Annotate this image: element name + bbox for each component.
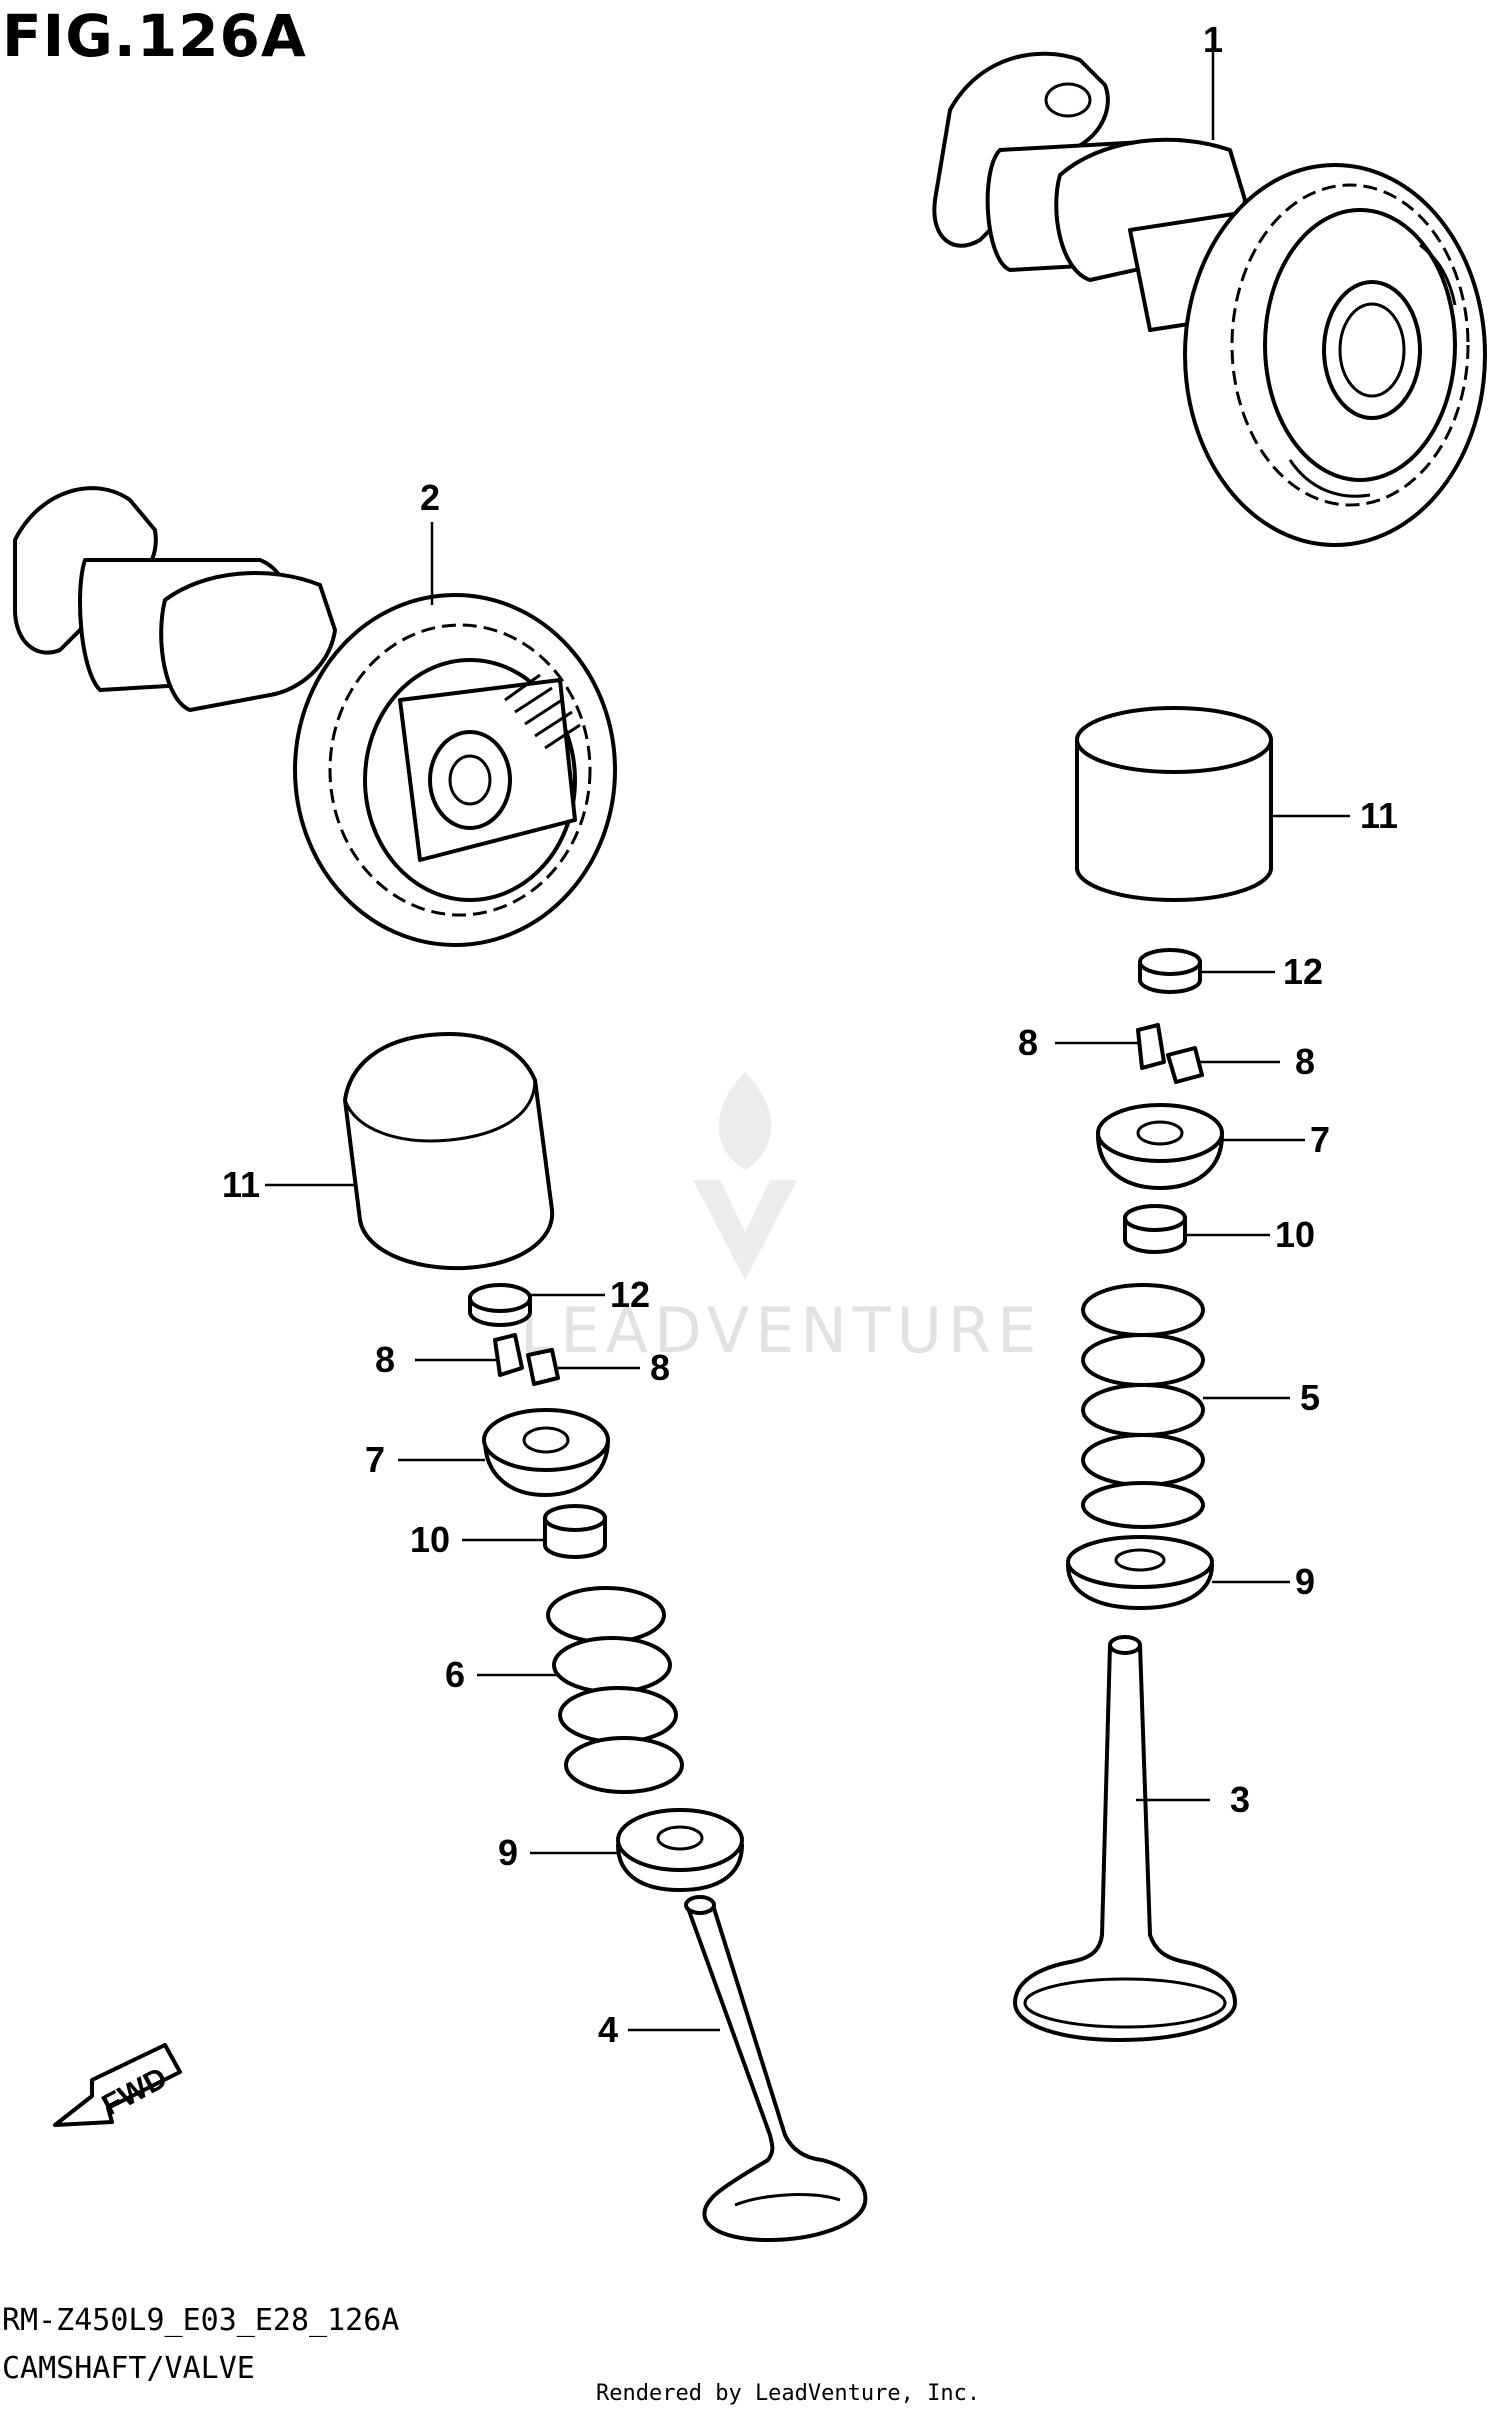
part-3-valve-right[interactable] <box>1013 1635 1237 2042</box>
callout-9-right[interactable]: 9 <box>1295 1561 1315 1602</box>
rendered-by-credit: Rendered by LeadVenture, Inc. <box>596 2381 980 2406</box>
callout-7-left[interactable]: 7 <box>365 1439 385 1480</box>
section-name: CAMSHAFT/VALVE <box>2 2351 255 2386</box>
part-10-seal-right[interactable] <box>1123 1204 1187 1254</box>
callout-11-right[interactable]: 11 <box>1360 795 1398 836</box>
callout-7-right[interactable]: 7 <box>1310 1119 1330 1160</box>
part-11-tappet-right[interactable] <box>1075 706 1273 902</box>
figure-title: FIG.126A <box>2 2 307 70</box>
v-logo-icon <box>693 1180 797 1280</box>
callout-9-left[interactable]: 9 <box>498 1832 518 1873</box>
callout-3[interactable]: 3 <box>1230 1779 1250 1820</box>
watermark: LEADVENTURE <box>520 1072 1042 1367</box>
part-1-camshaft[interactable] <box>932 51 1487 547</box>
part-10-seal-left[interactable] <box>543 1504 607 1559</box>
part-12-shim-right[interactable] <box>1138 948 1202 994</box>
callout-1[interactable]: 1 <box>1203 19 1223 60</box>
fwd-direction-indicator: FWD <box>53 2043 182 2127</box>
part-5-spring-right[interactable] <box>1081 1283 1205 1529</box>
part-9-spring-seat-left[interactable] <box>616 1808 744 1892</box>
part-8-cotters-left[interactable] <box>493 1333 560 1386</box>
callout-10-right[interactable]: 10 <box>1275 1214 1315 1255</box>
model-code: RM-Z450L9_E03_E28_126A <box>2 2303 399 2338</box>
part-2-camshaft-decomp[interactable] <box>13 486 617 947</box>
callout-8-left-b[interactable]: 8 <box>650 1347 670 1388</box>
callout-11-left[interactable]: 11 <box>222 1164 260 1205</box>
part-9-spring-seat-right[interactable] <box>1066 1535 1214 1610</box>
part-4-valve-left[interactable] <box>684 1895 868 2242</box>
callout-12-right[interactable]: 12 <box>1283 951 1323 992</box>
callout-4[interactable]: 4 <box>598 2009 618 2050</box>
part-6-spring-left[interactable] <box>546 1586 684 1794</box>
callout-8-right-b[interactable]: 8 <box>1295 1041 1315 1082</box>
callout-8-right-a[interactable]: 8 <box>1018 1022 1038 1063</box>
callout-8-left-a[interactable]: 8 <box>375 1339 395 1380</box>
callout-10-left[interactable]: 10 <box>410 1519 450 1560</box>
callout-6[interactable]: 6 <box>445 1654 465 1695</box>
callout-5[interactable]: 5 <box>1300 1377 1320 1418</box>
part-12-shim-left[interactable] <box>468 1283 532 1327</box>
callout-12-left[interactable]: 12 <box>610 1274 650 1315</box>
part-7-retainer-left[interactable] <box>482 1408 610 1497</box>
flame-logo-icon <box>718 1072 772 1170</box>
part-8-cotters-right[interactable] <box>1136 1023 1204 1084</box>
callout-2[interactable]: 2 <box>420 477 440 518</box>
arrow-down-left-icon <box>53 2043 182 2127</box>
watermark-text: LEADVENTURE <box>520 1294 1042 1367</box>
part-7-retainer-right[interactable] <box>1096 1103 1224 1190</box>
part-11-tappet-left[interactable] <box>343 1032 555 1271</box>
